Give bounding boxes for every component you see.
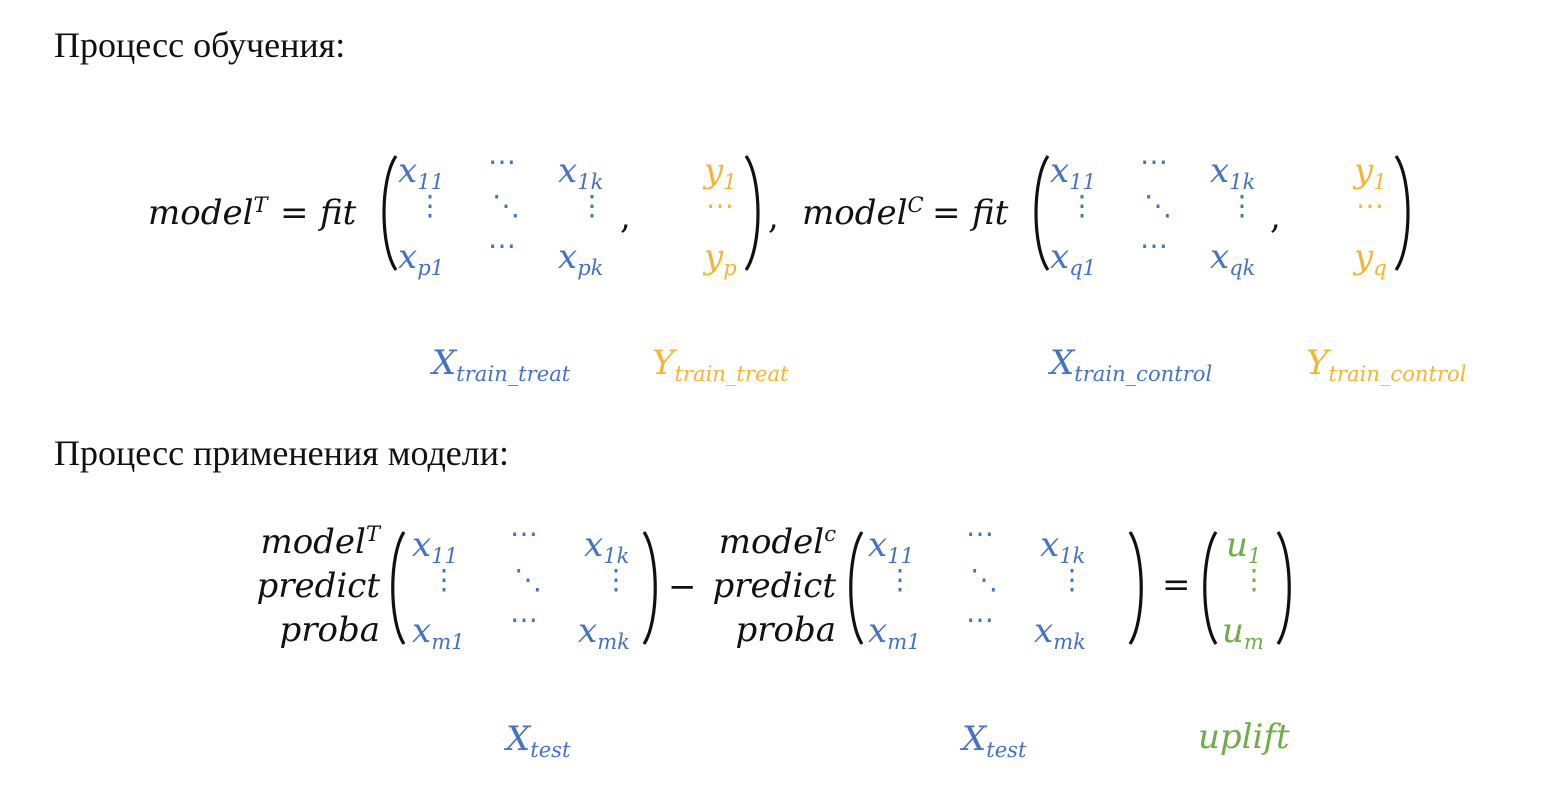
- ellipsis-icon: ⋯: [488, 229, 516, 262]
- right-paren-control-matrix: [1394, 154, 1416, 272]
- matrix-cell: x1k: [584, 525, 630, 569]
- application-heading: Процесс применения модели:: [54, 433, 509, 473]
- label-x-test: Xtest: [506, 719, 571, 763]
- matrix-cell: xmk: [1034, 611, 1086, 655]
- minus-sign: −: [668, 567, 697, 607]
- ellipsis-icon: ⋯: [488, 145, 516, 178]
- label-x-test: Xtest: [962, 719, 1027, 763]
- label-y-train-control: Ytrain_control: [1306, 343, 1467, 387]
- label-x-train-control: Xtrain_control: [1050, 343, 1213, 387]
- diagonal-ellipsis-icon: ⋱: [514, 563, 542, 596]
- matrix-cell: x11: [398, 151, 445, 195]
- uplift-cell: um: [1222, 611, 1264, 655]
- ellipsis-icon: ⋯: [1140, 145, 1168, 178]
- training-heading: Процесс обучения:: [54, 25, 346, 65]
- control-superscript: C: [907, 192, 924, 218]
- separator-comma: ,: [768, 197, 779, 237]
- ellipsis-icon: ⋯: [1140, 229, 1168, 262]
- vertical-ellipsis-icon: ⋮: [1240, 563, 1268, 596]
- ellipsis-icon: ⋯: [510, 603, 538, 636]
- equals-sign: =: [932, 193, 961, 233]
- uplift-cell: u1: [1226, 525, 1262, 569]
- target-cell: y1: [704, 151, 737, 195]
- comma: ,: [1270, 197, 1281, 237]
- diagonal-ellipsis-icon: ⋱: [492, 189, 520, 222]
- matrix-cell: x11: [1050, 151, 1097, 195]
- diagonal-ellipsis-icon: ⋱: [970, 563, 998, 596]
- model-control-predict-proba: modelc predict proba: [712, 521, 836, 650]
- target-cell: yq: [1354, 237, 1387, 281]
- left-paren-treat-matrix: [376, 154, 398, 272]
- fit-function: fit: [320, 193, 357, 233]
- target-cell: yp: [704, 237, 737, 281]
- vertical-ellipsis-icon: ⋮: [416, 189, 444, 222]
- matrix-cell: xqk: [1210, 237, 1256, 281]
- ellipsis-icon: ⋯: [966, 517, 994, 550]
- matrix-cell: xmk: [578, 611, 630, 655]
- model-treat-predict-proba: modelT predict proba: [256, 521, 380, 650]
- vertical-ellipsis-icon: ⋮: [430, 563, 458, 596]
- model-treat-term: modelT: [148, 193, 268, 233]
- matrix-cell: x1k: [1040, 525, 1086, 569]
- left-paren-test-matrix: [386, 530, 406, 646]
- matrix-cell: xm1: [412, 611, 465, 655]
- vertical-ellipsis-icon: ⋮: [578, 189, 606, 222]
- label-uplift: uplift: [1198, 717, 1290, 757]
- ellipsis-icon: ⋯: [966, 603, 994, 636]
- right-paren-treat-matrix: [744, 154, 766, 272]
- matrix-cell: x1k: [558, 151, 604, 195]
- left-paren-uplift-vector: [1198, 530, 1218, 646]
- vertical-ellipsis-icon: ⋮: [886, 563, 914, 596]
- matrix-cell: xm1: [868, 611, 921, 655]
- matrix-cell: xp1: [398, 237, 445, 281]
- diagonal-ellipsis-icon: ⋱: [1144, 189, 1172, 222]
- matrix-cell: x1k: [1210, 151, 1256, 195]
- vertical-ellipsis-icon: ⋮: [1058, 563, 1086, 596]
- equals-sign: =: [1162, 565, 1191, 605]
- ellipsis-icon: ⋯: [1356, 189, 1384, 222]
- vertical-ellipsis-icon: ⋮: [1228, 189, 1256, 222]
- matrix-cell: xq1: [1050, 237, 1097, 281]
- equals-sign: =: [280, 193, 309, 233]
- matrix-cell: x11: [868, 525, 915, 569]
- left-paren-test-matrix: [844, 530, 864, 646]
- label-y-train-treat: Ytrain_treat: [652, 343, 789, 387]
- label-x-train-treat: Xtrain_treat: [432, 343, 571, 387]
- ellipsis-icon: ⋯: [510, 517, 538, 550]
- matrix-cell: xpk: [558, 237, 604, 281]
- comma: ,: [620, 197, 631, 237]
- target-cell: y1: [1354, 151, 1387, 195]
- matrix-cell: x11: [412, 525, 459, 569]
- model-control-term: modelC: [802, 192, 924, 233]
- right-paren-test-matrix: [642, 530, 662, 646]
- fit-function: fit: [972, 193, 1009, 233]
- ellipsis-icon: ⋯: [706, 189, 734, 222]
- treat-superscript: T: [253, 192, 268, 218]
- right-paren-uplift-vector: [1276, 530, 1296, 646]
- right-paren-test-matrix: [1128, 530, 1148, 646]
- vertical-ellipsis-icon: ⋮: [602, 563, 630, 596]
- left-paren-control-matrix: [1028, 154, 1050, 272]
- vertical-ellipsis-icon: ⋮: [1068, 189, 1096, 222]
- model-word: model: [148, 193, 254, 233]
